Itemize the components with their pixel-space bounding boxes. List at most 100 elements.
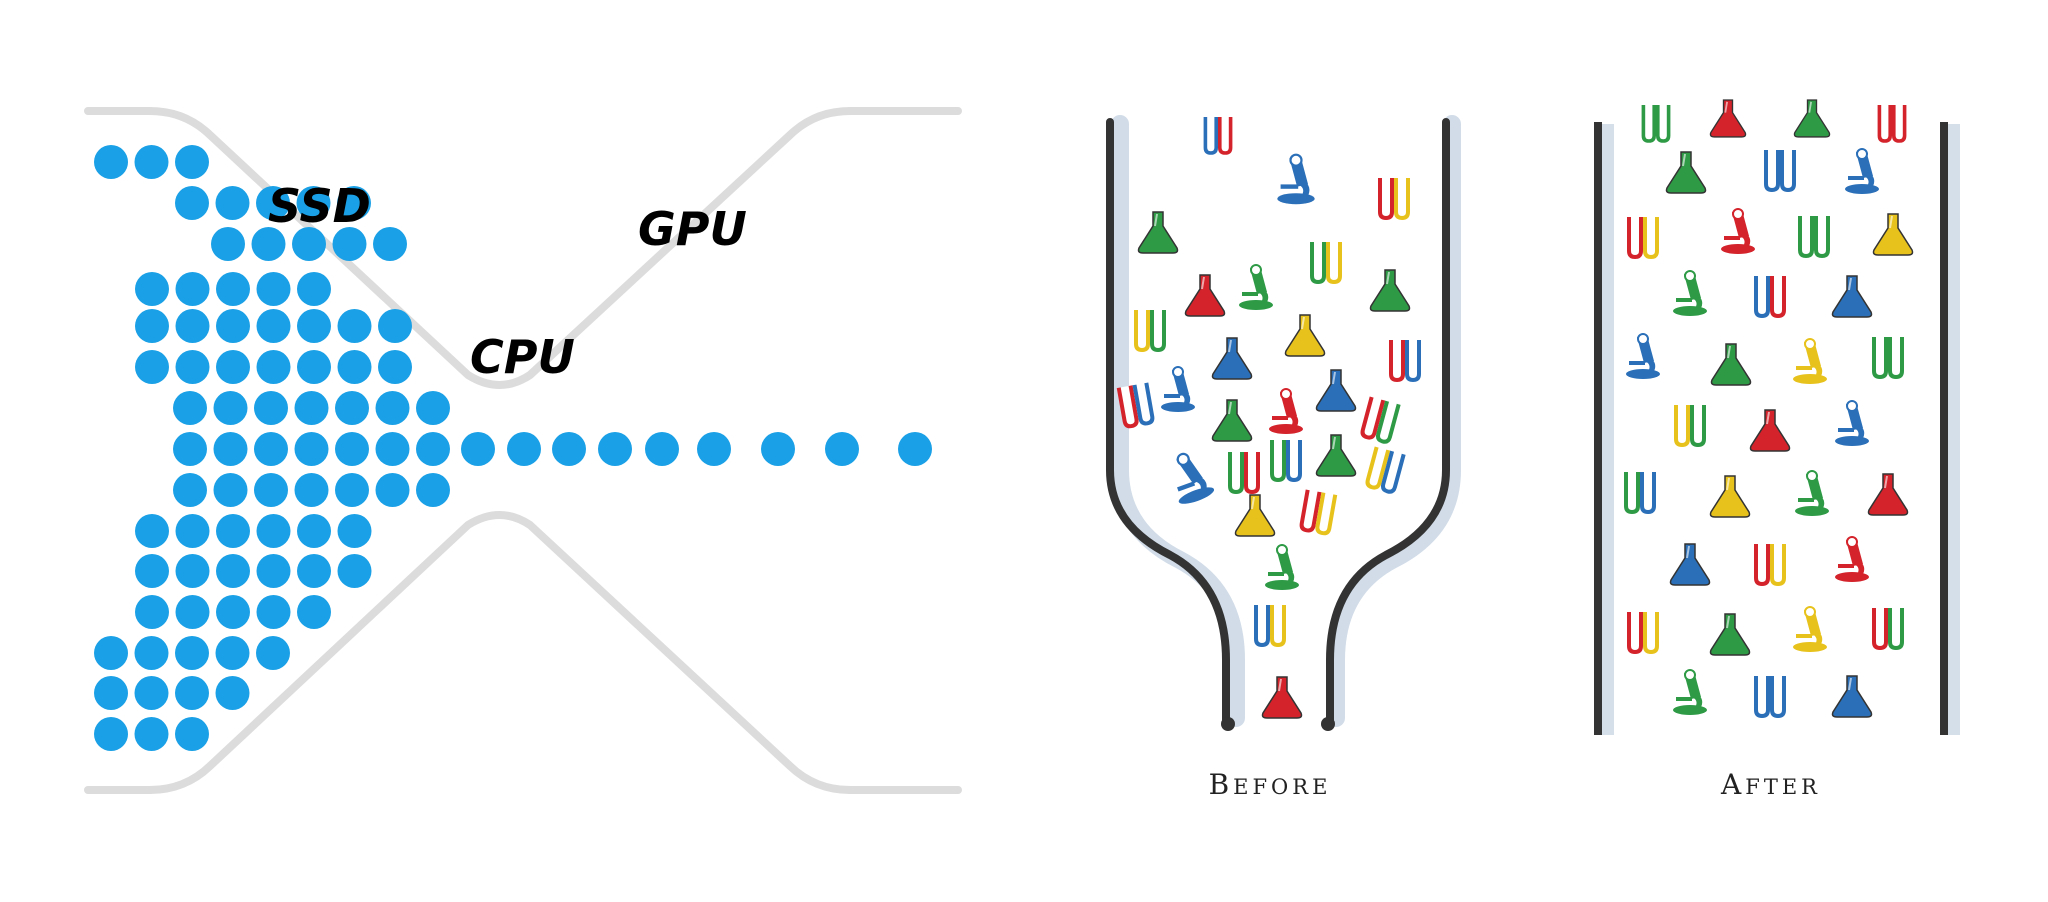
data-dot xyxy=(375,432,410,466)
bottle-lip-right xyxy=(1321,717,1335,731)
test-tubes-icon xyxy=(1627,217,1659,259)
bottle-wall-right xyxy=(1326,118,1450,726)
data-dot xyxy=(135,595,169,629)
test-tubes-icon xyxy=(1389,340,1421,382)
data-dot xyxy=(175,145,209,179)
ssd-label: SSD xyxy=(268,179,371,233)
data-dot xyxy=(173,432,207,466)
flask-icon xyxy=(1710,343,1752,386)
data-dot xyxy=(297,350,331,384)
data-dot xyxy=(332,227,367,261)
microscope-icon xyxy=(1795,470,1829,516)
test-tubes-icon xyxy=(1877,104,1907,143)
flask-icon xyxy=(1234,494,1276,537)
data-dot xyxy=(94,636,128,670)
data-dot xyxy=(213,432,248,466)
microscope-icon xyxy=(1835,536,1869,582)
microscope-icon xyxy=(1269,388,1303,434)
microscope-icon xyxy=(1176,452,1215,504)
data-dot xyxy=(213,473,248,507)
data-dot xyxy=(256,554,291,588)
data-dot xyxy=(292,227,326,261)
data-dot xyxy=(175,717,209,751)
test-tubes-icon xyxy=(1365,446,1406,494)
test-tubes-icon xyxy=(1228,452,1260,494)
flask-icon xyxy=(1867,473,1909,516)
flask-icon xyxy=(1793,99,1831,138)
flask-icon xyxy=(1369,269,1411,312)
data-dot xyxy=(135,350,169,384)
data-dot xyxy=(173,473,207,507)
data-dot xyxy=(296,186,331,220)
test-tubes-icon xyxy=(1624,472,1656,514)
flask-icon xyxy=(1184,274,1226,317)
microscope-icon xyxy=(1161,366,1195,412)
data-dot xyxy=(761,432,795,466)
data-dot xyxy=(337,514,372,548)
microscope-icon xyxy=(1277,153,1315,205)
data-dot xyxy=(461,432,495,466)
data-dot xyxy=(297,595,331,629)
test-tubes-icon xyxy=(1270,440,1302,482)
data-dot xyxy=(256,186,290,220)
data-dot xyxy=(337,554,372,588)
data-dot xyxy=(825,432,859,466)
data-dot xyxy=(254,432,288,466)
flask-icon xyxy=(1749,409,1791,452)
data-dot xyxy=(598,432,632,466)
data-dot xyxy=(645,432,679,466)
data-dot xyxy=(254,391,288,425)
flask-icon xyxy=(1872,213,1914,256)
data-dot xyxy=(256,595,291,629)
microscope-icon xyxy=(1265,544,1299,590)
bottle-lip-left xyxy=(1221,717,1235,731)
data-dot xyxy=(378,350,412,384)
data-dot xyxy=(297,554,331,588)
data-dot xyxy=(175,514,210,548)
data-dot xyxy=(337,186,371,220)
after-tube-illustration: AFTER xyxy=(1594,99,1960,801)
test-tubes-icon xyxy=(1798,216,1830,258)
data-dot xyxy=(416,391,450,425)
data-dot xyxy=(216,350,250,384)
data-dot xyxy=(175,186,209,220)
funnel-lower-wall xyxy=(84,511,962,794)
microscope-icon xyxy=(1626,333,1660,379)
data-dot xyxy=(335,391,369,425)
microscope-icon xyxy=(1793,606,1827,652)
test-tubes-icon xyxy=(1378,178,1410,220)
data-dot xyxy=(294,473,329,507)
microscope-icon xyxy=(1721,208,1755,254)
data-dot xyxy=(134,676,169,710)
data-dot xyxy=(294,391,329,425)
data-dot xyxy=(337,350,372,384)
data-dot xyxy=(335,432,369,466)
data-dot xyxy=(175,350,210,384)
data-dot xyxy=(256,272,291,306)
test-tubes-icon xyxy=(1764,150,1796,192)
data-dot xyxy=(135,272,169,306)
data-dot xyxy=(134,145,169,179)
bottle-wall-left xyxy=(1106,118,1230,726)
data-dot xyxy=(335,473,369,507)
data-dot xyxy=(373,227,407,261)
data-dot xyxy=(175,636,209,670)
data-dot xyxy=(216,514,250,548)
data-dot xyxy=(94,676,128,710)
flask-icon xyxy=(1137,211,1179,254)
flask-icon xyxy=(1261,676,1303,719)
data-dot xyxy=(256,309,291,343)
data-dot xyxy=(94,145,128,179)
flask-icon xyxy=(1709,475,1751,518)
microscope-icon xyxy=(1835,400,1869,446)
data-dot xyxy=(216,554,250,588)
test-tubes-icon xyxy=(1203,116,1233,155)
test-tubes-icon xyxy=(1134,310,1166,352)
test-tubes-icon xyxy=(1310,242,1342,284)
test-tubes-icon xyxy=(1754,544,1786,586)
data-dot xyxy=(375,473,410,507)
flask-icon xyxy=(1665,151,1707,194)
data-dot xyxy=(175,676,209,710)
data-dot xyxy=(215,186,250,220)
test-tubes-icon xyxy=(1754,276,1786,318)
